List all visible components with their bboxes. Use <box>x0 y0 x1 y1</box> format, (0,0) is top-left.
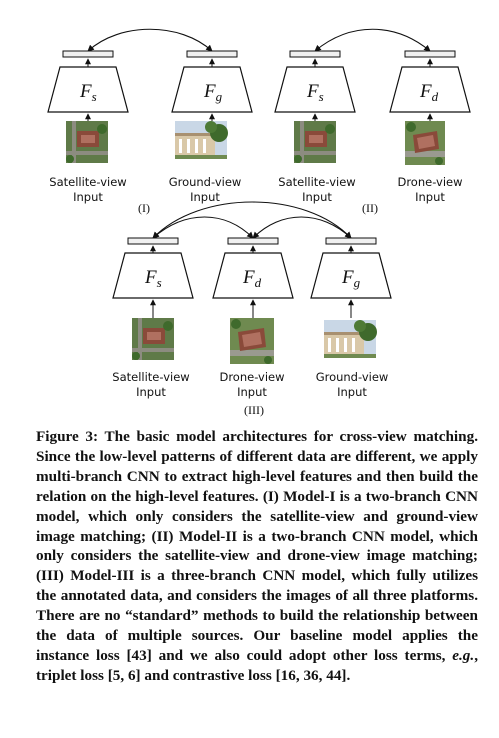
branch-ground: Fg Ground-view Input <box>169 50 253 204</box>
function-subscript: s <box>92 89 97 104</box>
architecture-figure: Fs Satellite-view Input Fg <box>47 28 471 417</box>
input-label-line1: Satellite-view <box>112 370 189 384</box>
figure-caption: Figure 3: The basic model architectures … <box>36 427 478 686</box>
function-symbol: F <box>203 81 216 102</box>
svg-text:Fg: Fg <box>203 81 223 104</box>
satellite-thumbnail <box>294 121 336 163</box>
panel-label: (II) <box>362 201 378 215</box>
input-label-line2: Input <box>302 190 332 204</box>
input-label-line1: Ground-view <box>169 175 242 189</box>
panel-label: (III) <box>244 403 264 417</box>
input-label-line1: Ground-view <box>316 370 389 384</box>
satellite-thumbnail <box>132 318 174 360</box>
function-subscript: g <box>354 275 361 290</box>
relation-arrow <box>152 216 254 239</box>
input-label-line2: Input <box>73 190 103 204</box>
feature-vector <box>127 237 179 245</box>
svg-text:Fg: Fg <box>341 267 361 290</box>
input-label-line1: Satellite-view <box>278 175 355 189</box>
panel-i: Fs Satellite-view Input Fg <box>47 28 253 215</box>
feature-vector <box>186 50 238 58</box>
branch-satellite: Fs Satellite-view Input <box>112 237 194 399</box>
cnn-block <box>310 252 392 299</box>
relation-arrow <box>152 201 352 239</box>
input-label-line2: Input <box>190 190 220 204</box>
drone-thumbnail <box>230 318 274 364</box>
caption-text: The basic model architectures for cross-… <box>36 428 482 664</box>
function-subscript: s <box>319 89 324 104</box>
cnn-block <box>389 66 471 113</box>
feature-vector <box>227 237 279 245</box>
function-symbol: F <box>341 267 354 288</box>
input-label-line1: Drone-view <box>397 175 462 189</box>
branch-satellite: Fs Satellite-view Input <box>274 50 356 204</box>
relation-arrow <box>252 216 352 239</box>
drone-thumbnail <box>405 121 445 165</box>
input-label-line2: Input <box>237 385 267 399</box>
cnn-block <box>274 66 356 113</box>
feature-vector <box>62 50 114 58</box>
relation-arrow <box>87 28 213 52</box>
function-subscript: d <box>255 275 262 290</box>
function-subscript: d <box>432 89 439 104</box>
cnn-block <box>112 252 194 299</box>
relation-arrow <box>314 28 431 52</box>
function-symbol: F <box>419 81 432 102</box>
svg-text:Fd: Fd <box>242 267 262 290</box>
branch-satellite: Fs Satellite-view Input <box>47 50 129 204</box>
caption-figure-label: Figure 3: <box>36 428 105 445</box>
function-symbol: F <box>79 81 92 102</box>
branch-ground: Fg Ground-view Input <box>310 237 392 399</box>
svg-text:Fs: Fs <box>79 81 97 104</box>
function-subscript: g <box>216 89 223 104</box>
svg-text:Fs: Fs <box>144 267 162 290</box>
ground-thumbnail <box>324 320 377 358</box>
function-symbol: F <box>144 267 157 288</box>
function-subscript: s <box>157 275 162 290</box>
panel-label: (I) <box>138 201 150 215</box>
cnn-block <box>47 66 129 113</box>
feature-vector <box>289 50 341 58</box>
caption-eg: e.g. <box>452 646 475 664</box>
branch-drone: Fd Drone-view Input <box>389 50 471 204</box>
input-label-line2: Input <box>136 385 166 399</box>
branch-drone: Fd Drone-view Input <box>212 237 294 399</box>
panel-ii: Fs Satellite-view Input Fd <box>274 28 471 215</box>
feature-vector <box>404 50 456 58</box>
input-label-line2: Input <box>415 190 445 204</box>
svg-text:Fd: Fd <box>419 81 439 104</box>
satellite-thumbnail <box>66 121 108 163</box>
caption-text-end: , triplet loss [5, 6] and contrastive lo… <box>36 646 482 684</box>
svg-text:Fs: Fs <box>306 81 324 104</box>
input-label-line1: Satellite-view <box>49 175 126 189</box>
panel-iii: Fs Satellite-view Input Fd <box>112 201 392 417</box>
ground-thumbnail <box>175 121 228 159</box>
cnn-block <box>212 252 294 299</box>
cnn-block <box>171 66 253 113</box>
input-label-line1: Drone-view <box>219 370 284 384</box>
feature-vector <box>325 237 377 245</box>
function-symbol: F <box>306 81 319 102</box>
input-label-line2: Input <box>337 385 367 399</box>
function-symbol: F <box>242 267 255 288</box>
